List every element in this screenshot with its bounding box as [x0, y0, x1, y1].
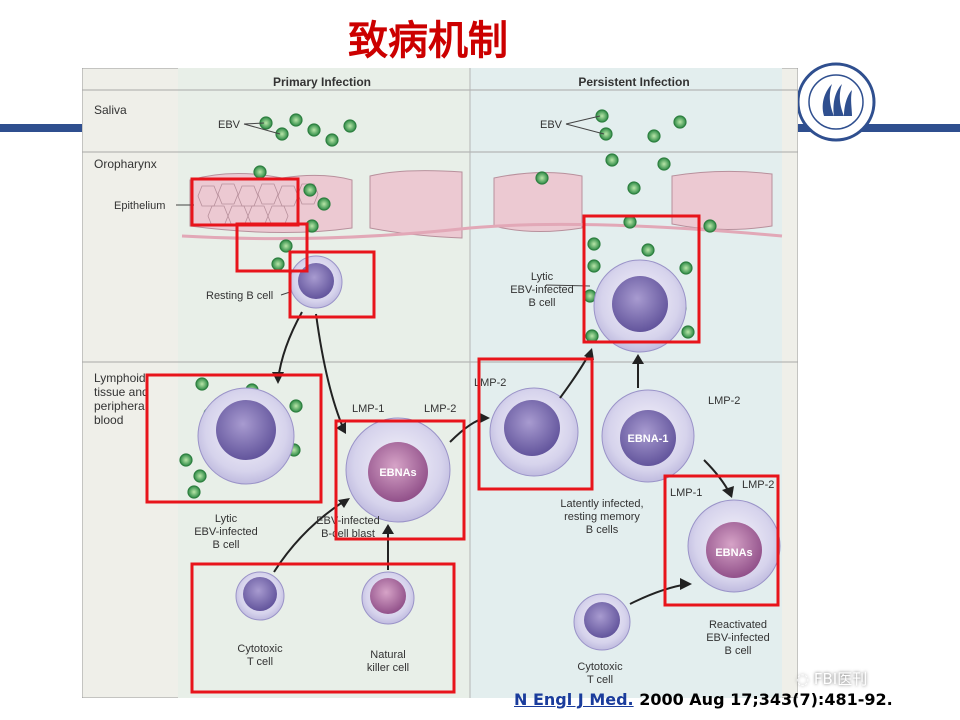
lmp2-b-cell [489, 387, 579, 477]
watermark: ◌ FBI医刊 [796, 668, 867, 689]
label-latent-2: resting memory [564, 511, 640, 523]
label-lmp2-memory: LMP-2 [708, 395, 740, 407]
row-label-lymphoid: Lymphoid [94, 371, 146, 385]
row-label-saliva: Saliva [94, 103, 127, 117]
epithelium-persistent-left [493, 171, 583, 233]
label-lmp1-blast: LMP-1 [352, 403, 384, 415]
label-cytotoxic-primary: Cytotoxic [237, 643, 283, 655]
label-lytic-persistent-2: EBV-infected [510, 284, 574, 296]
primary-panel [178, 68, 470, 698]
citation-link[interactable]: N Engl J Med. [514, 690, 634, 709]
citation-details: 2000 Aug 17;343(7):481-92. [633, 690, 893, 709]
row-label-oropharynx: Oropharynx [94, 157, 157, 171]
label-lytic-persistent: Lytic [531, 271, 554, 283]
slide-title: 致病机制 [348, 18, 508, 64]
epithelium-primary-right [369, 170, 463, 239]
label-cytotoxic-primary-2: T cell [247, 656, 273, 668]
label-ebv-primary: EBV [218, 119, 241, 131]
label-ebnas-blast: EBNAs [379, 467, 416, 479]
citation: N Engl J Med. 2000 Aug 17;343(7):481-92. [514, 690, 893, 709]
label-lmp1-reactivated: LMP-1 [670, 487, 702, 499]
label-latent: Latently infected, [560, 498, 643, 510]
arrow-heads [272, 348, 734, 590]
natural-killer-cell [361, 571, 415, 625]
row-label-lymphoid-2: tissue and [94, 385, 149, 399]
reactivated-b-cell [687, 499, 781, 593]
lytic-b-cell-primary [197, 387, 295, 485]
latent-memory-b-cell [601, 389, 695, 483]
label-lytic-primary-3: B cell [213, 539, 240, 551]
ebv-pathogenesis-figure: Primary Infection Persistent Infection S… [82, 68, 798, 698]
label-resting-b-cell: Resting B cell [206, 290, 273, 302]
header-persistent: Persistent Infection [578, 75, 689, 89]
label-nk-cell: Natural [370, 649, 405, 661]
label-blast: EBV-infected [316, 515, 380, 527]
cytotoxic-t-cell-primary [235, 571, 285, 621]
label-cytotoxic-persistent: Cytotoxic [577, 661, 623, 673]
watermark-text: FBI医刊 [813, 670, 868, 688]
label-reactivated-2: EBV-infected [706, 632, 770, 644]
row-label-lymphoid-4: blood [94, 413, 123, 427]
label-lytic-primary: Lytic [215, 513, 238, 525]
label-epithelium: Epithelium [114, 200, 165, 212]
wechat-icon: ◌ [796, 670, 814, 688]
label-reactivated-3: B cell [725, 645, 752, 657]
cytotoxic-t-cell-persistent [573, 593, 631, 651]
label-cytotoxic-persistent-2: T cell [587, 674, 613, 686]
label-lytic-primary-2: EBV-infected [194, 526, 258, 538]
ebv-infected-b-cell-blast [345, 417, 451, 523]
label-nk-cell-2: killer cell [367, 662, 409, 674]
label-lmp2-left: LMP-2 [474, 377, 506, 389]
epithelium-persistent-right [671, 170, 773, 231]
label-ebv-persistent: EBV [540, 119, 563, 131]
row-label-lymphoid-3: peripheral [94, 399, 147, 413]
highlight-boxes [145, 177, 780, 694]
label-latent-3: B cells [586, 524, 619, 536]
basement-membrane [181, 222, 783, 241]
university-logo [796, 62, 876, 142]
label-ebna1: EBNA-1 [628, 433, 669, 445]
label-lytic-persistent-3: B cell [529, 297, 556, 309]
resting-b-cell [289, 255, 343, 309]
label-lmp2-blast: LMP-2 [424, 403, 456, 415]
lytic-b-cell-persistent [593, 259, 687, 353]
label-lmp2-reactivated: LMP-2 [742, 479, 774, 491]
label-reactivated: Reactivated [709, 619, 767, 631]
header-primary: Primary Infection [273, 75, 371, 89]
label-ebnas-reactivated: EBNAs [715, 547, 752, 559]
